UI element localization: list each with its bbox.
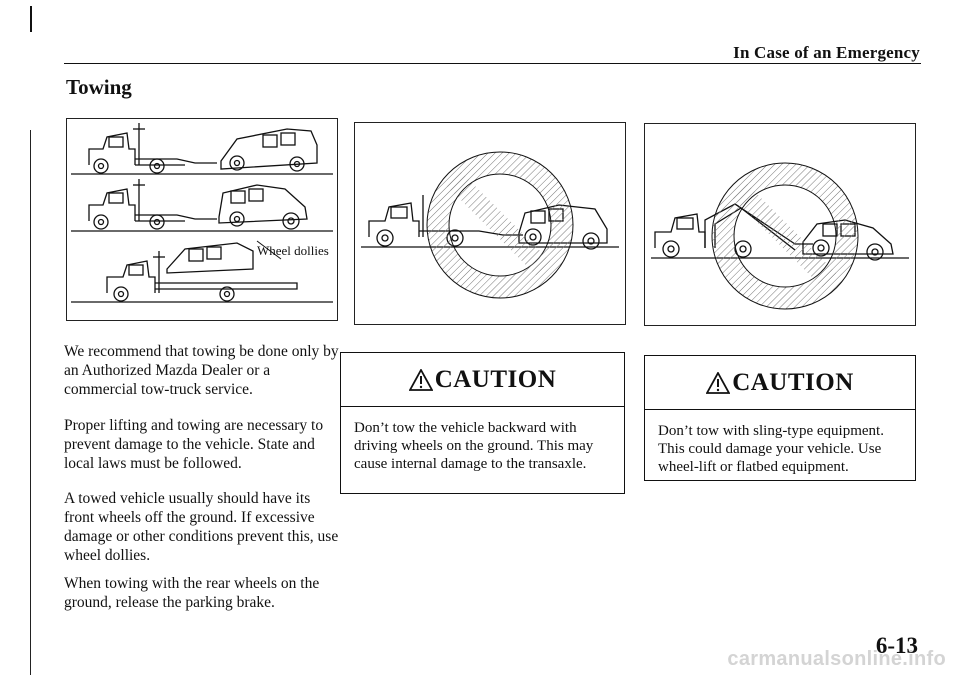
page-title: Towing: [66, 75, 132, 99]
wheel-dollies-label: Wheel dollies: [257, 243, 329, 258]
running-header: In Case of an Emergency: [733, 43, 920, 62]
no-symbol-icon: [426, 151, 574, 299]
header-rule: [64, 63, 921, 64]
paragraph-proper-lifting: Proper lifting and towing are necessary …: [64, 417, 324, 472]
caution-text: Don’t tow the vehicle backward with driv…: [354, 420, 594, 472]
caution-box-backward-towing: CAUTION Don’t tow the vehicle backward w…: [340, 352, 625, 494]
watermark: carmanualsonline.info: [727, 648, 946, 670]
backward-towing-illustration: [361, 151, 619, 299]
margin-mark: [30, 6, 32, 32]
prohibited-sling-towing-figure: [644, 123, 916, 326]
paragraph-wheel-dollies: A towed vehicle usually should have its …: [64, 490, 339, 564]
approved-towing-illustration: Wheel dollies: [71, 123, 333, 303]
margin-rule: [30, 130, 31, 675]
warning-triangle-icon: [706, 371, 731, 394]
caution-title: CAUTION: [434, 365, 557, 393]
prohibited-backward-towing-figure: [354, 122, 626, 325]
warning-triangle-icon: [408, 368, 433, 391]
caution-heading: CAUTION: [341, 353, 624, 407]
page-number: 6-13: [875, 633, 918, 658]
paragraph-recommendation: We recommend that towing be done only by…: [64, 343, 339, 398]
approved-towing-figure: Wheel dollies: [66, 118, 338, 321]
caution-heading: CAUTION: [645, 356, 915, 410]
caution-title: CAUTION: [732, 368, 854, 396]
caution-text: Don’t tow with sling-type equipment. Thi…: [658, 423, 884, 475]
paragraph-parking-brake: When towing with the rear wheels on the …: [64, 575, 320, 611]
caution-box-sling-towing: CAUTION Don’t tow with sling-type equipm…: [644, 355, 916, 481]
no-symbol-icon: [711, 162, 859, 310]
sling-towing-illustration: [651, 162, 909, 310]
